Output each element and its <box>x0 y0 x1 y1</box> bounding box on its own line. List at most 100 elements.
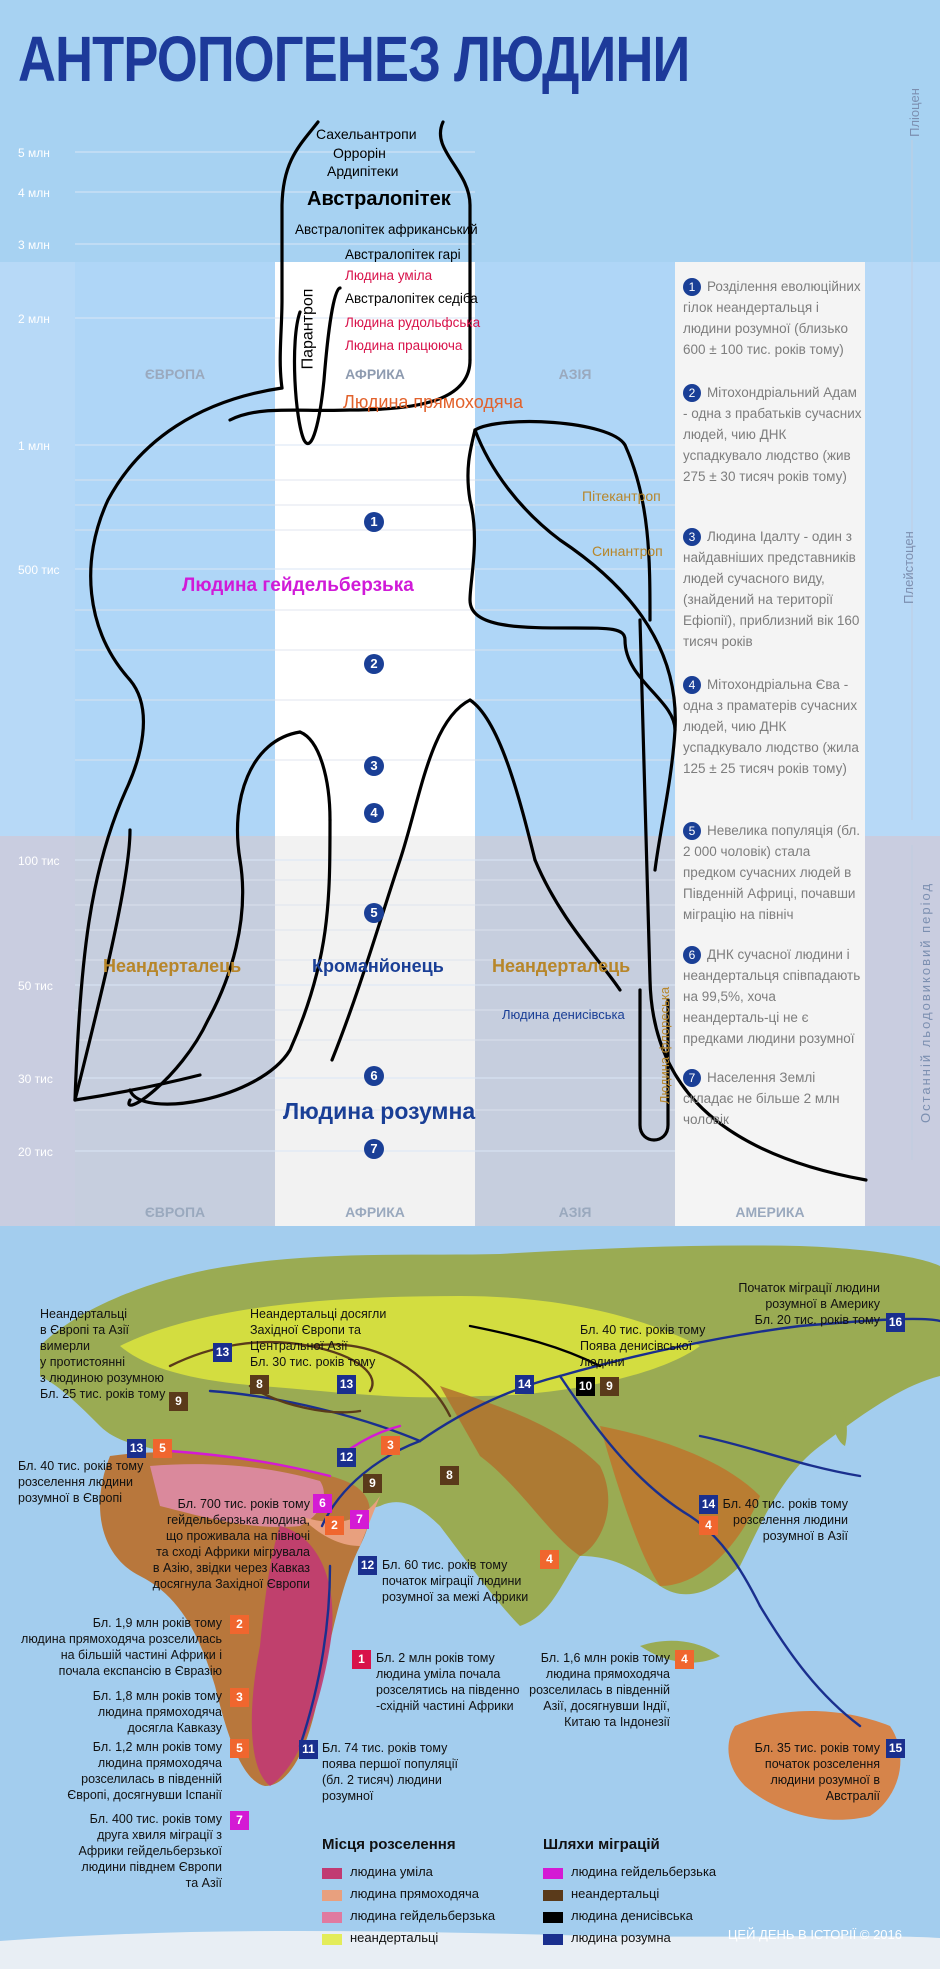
tick-label: 30 тис <box>18 1072 53 1086</box>
note-text: Розділення еволюційних гілок неандерталь… <box>683 279 861 357</box>
map-marker-12: 12 <box>337 1448 356 1467</box>
legend-swatch <box>322 1912 342 1923</box>
map-label-12: Бл. 60 тис. років тому початок міграції … <box>382 1558 529 1604</box>
tick-label: 500 тис <box>18 563 60 577</box>
map-marker-11: 11 <box>299 1740 318 1759</box>
map-marker-16: 16 <box>886 1313 905 1332</box>
region-europe: ЄВРОПА <box>144 366 206 382</box>
species-sahelanthropus: Сахельантропи <box>316 126 417 142</box>
note-number: 5 <box>683 822 701 840</box>
map-marker-8b: 8 <box>440 1466 459 1485</box>
species-h-ergaster: Людина працююча <box>345 338 463 353</box>
map-marker-3: 3 <box>381 1436 400 1455</box>
note-number: 2 <box>683 384 701 402</box>
timeline-background <box>0 120 940 1226</box>
region-europe-bottom: ЄВРОПА <box>144 1204 206 1220</box>
species-h-erectus: Людина прямоходяча <box>343 392 523 412</box>
tick-label: 100 тис <box>18 854 60 868</box>
species-h-habilis: Людина уміла <box>345 268 433 283</box>
species-neanderthal-asia: Неандерталець <box>492 956 631 976</box>
map-marker-12b: 12 <box>358 1556 377 1575</box>
note-number: 4 <box>683 676 701 694</box>
note-text: ДНК сучасної людини і неандертальця спів… <box>683 947 861 1046</box>
region-asia-bottom: АЗІЯ <box>558 1204 592 1220</box>
legend-migration-title: Шляхи міграцій <box>543 1836 660 1853</box>
legend-item: людина денисівська <box>571 1908 693 1923</box>
note-number: 6 <box>683 946 701 964</box>
marker-7: 7 <box>364 1139 384 1159</box>
map-label-4: Бл. 1,6 млн років тому людина прямоходяч… <box>529 1651 670 1729</box>
region-america-bottom: АМЕРИКА <box>735 1204 805 1220</box>
note-text: Мітохондріальна Єва - одна з праматерів … <box>683 677 859 776</box>
map-label-11: Бл. 74 тис. років тому поява першої попу… <box>322 1741 458 1803</box>
species-cromagnon: Кроманйонець <box>312 956 444 976</box>
tick-label: 5 млн <box>18 146 50 160</box>
tick-label: 3 млн <box>18 238 50 252</box>
legend-swatch <box>322 1890 342 1901</box>
map-label-6: Бл. 700 тис. років тому гейдельберзька л… <box>152 1497 310 1591</box>
tick-label: 2 млн <box>18 312 50 326</box>
legend-swatch <box>543 1868 563 1879</box>
species-floresiensis: Людина флореська <box>657 986 673 1105</box>
map-label-10: Бл. 40 тис. років тому Поява денисівсько… <box>580 1323 706 1369</box>
map-marker-13b: 13 <box>337 1375 356 1394</box>
map-label-9: Неандертальці в Європі та Азії вимерли у… <box>40 1307 166 1401</box>
credit: ЦЕЙ ДЕНЬ В ІСТОРІЇ © 2016 <box>727 1927 902 1942</box>
era-pleistocene: Плейстоцен <box>900 531 916 604</box>
region-africa: АФРИКА <box>345 366 405 382</box>
map-marker-9: 9 <box>600 1377 619 1396</box>
map-marker-5: 5 <box>153 1439 172 1458</box>
legend-swatch <box>322 1934 342 1945</box>
legend-item: неандертальці <box>350 1930 439 1945</box>
legend-item: людина гейдельберзька <box>571 1864 717 1879</box>
marker-6: 6 <box>364 1066 384 1086</box>
species-h-sapiens: Людина розумна <box>283 1098 476 1124</box>
map-marker-4b: 4 <box>540 1550 559 1569</box>
species-au-garhi: Австралопітек гарі <box>345 247 461 262</box>
marker-2: 2 <box>364 654 384 674</box>
map-marker-5b: 5 <box>230 1739 249 1758</box>
map-marker-6: 6 <box>313 1494 332 1513</box>
map-label-5: Бл. 1,2 млн років тому людина прямоходяч… <box>67 1740 222 1802</box>
tick-label: 20 тис <box>18 1145 53 1159</box>
legend-item: людина розумна <box>571 1930 671 1945</box>
species-orrorin: Оррорін <box>333 145 386 161</box>
note-text: Населення Землі складає не більше 2 млн … <box>683 1070 840 1127</box>
marker-5: 5 <box>364 903 384 923</box>
map-marker-9b: 9 <box>169 1392 188 1411</box>
species-ardipithecus: Ардипітеки <box>327 163 399 179</box>
map-marker-10: 10 <box>576 1377 595 1396</box>
map-marker-2b: 2 <box>230 1615 249 1634</box>
map-marker-4c: 4 <box>675 1650 694 1669</box>
era-pliocene: Пліоцен <box>906 88 922 137</box>
map-label-16: Початок міграції людини розумної в Амери… <box>738 1281 880 1327</box>
map-marker-14: 14 <box>515 1375 534 1394</box>
map-marker-1: 1 <box>352 1650 371 1669</box>
tick-label: 4 млн <box>18 186 50 200</box>
page-title: АНТРОПОГЕНЕЗ ЛЮДИНИ <box>18 23 690 95</box>
marker-3: 3 <box>364 756 384 776</box>
legend-swatch <box>543 1934 563 1945</box>
legend-swatch <box>543 1912 563 1923</box>
species-h-rudolfensis: Людина рудольфська <box>345 315 481 330</box>
map-label-7: Бл. 400 тис. років тому друга хвиля мігр… <box>78 1812 222 1890</box>
species-sinanthropus: Синантроп <box>592 543 663 559</box>
species-pithecanthropus: Пітекантроп <box>582 488 661 504</box>
map-label-13: Бл. 40 тис. років тому розселення людини… <box>18 1459 144 1505</box>
species-paranthropus: Парантроп <box>299 288 317 370</box>
legend-item: неандертальці <box>571 1886 660 1901</box>
legend-item: людина уміла <box>350 1864 433 1879</box>
map-marker-15: 15 <box>886 1739 905 1758</box>
note-text: Мітохондріальний Адам - одна з прабатькі… <box>683 385 862 484</box>
legend-swatch <box>543 1890 563 1901</box>
legend-swatch <box>322 1868 342 1879</box>
marker-4: 4 <box>364 803 384 823</box>
map-label-8: Неандертальці досягли Західної Європи та… <box>250 1307 387 1369</box>
species-australopithecus: Австралопітек <box>307 188 451 210</box>
legend-item: людина гейдельберзька <box>350 1908 496 1923</box>
